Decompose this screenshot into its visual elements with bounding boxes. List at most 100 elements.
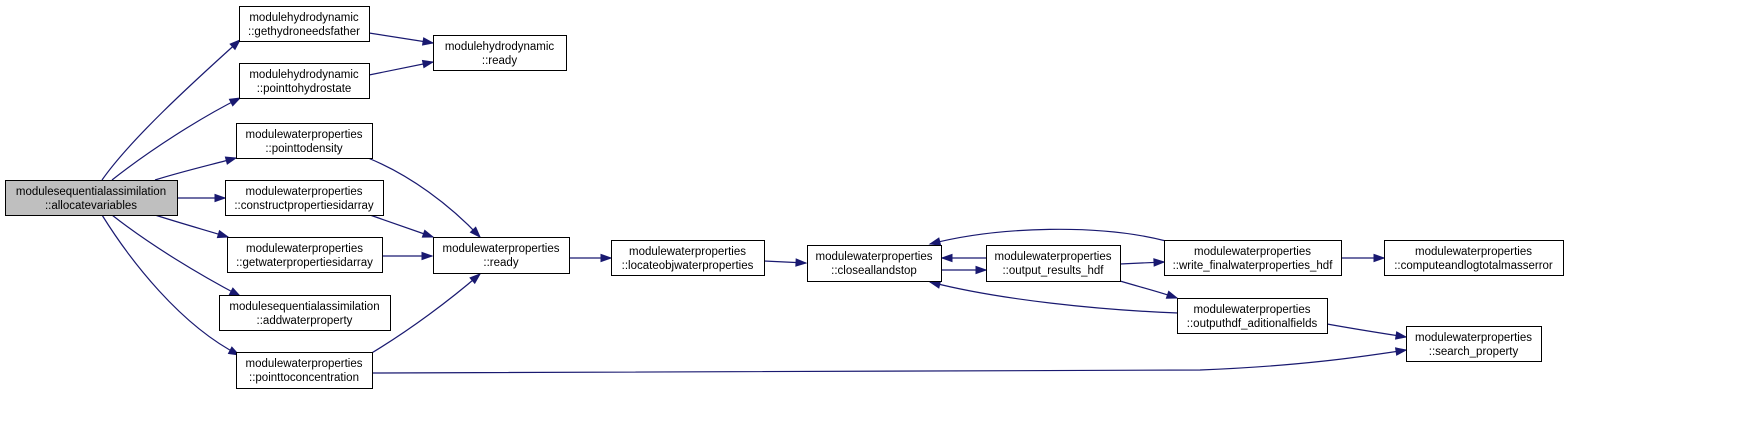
node-module-name: modulehydrodynamic xyxy=(249,69,359,81)
node-hydgn[interactable]: modulehydrodynamic::gethydroneedsfather xyxy=(239,6,370,42)
node-wpsrc[interactable]: modulewaterproperties::search_property xyxy=(1406,326,1542,362)
node-hydrd[interactable]: modulehydrodynamic::ready xyxy=(433,35,567,71)
edge-wpget-to-wprdy xyxy=(382,251,434,261)
edge-root-to-wpget xyxy=(154,214,230,239)
edge-wpwfn-to-wpcls xyxy=(928,228,1167,246)
edge-line xyxy=(101,39,241,181)
node-function-name: ::outputhdf_aditionalfields xyxy=(1187,318,1318,330)
arrowhead-icon xyxy=(228,287,242,297)
node-function-name: ::pointtohydrostate xyxy=(257,83,352,95)
edge-hydpt-to-hydrd xyxy=(368,59,435,76)
edge-root-to-hydgn xyxy=(101,39,242,181)
arrowhead-icon xyxy=(469,226,482,239)
edge-line xyxy=(371,349,1407,374)
edge-root-to-hydpt xyxy=(111,97,242,181)
edge-wpwfn-to-wpcmp xyxy=(1341,253,1386,263)
edge-line xyxy=(154,214,229,238)
edge-wpout-to-wpwfn xyxy=(1119,258,1166,267)
edge-wpcls-to-wpout xyxy=(941,265,988,275)
edge-wpadf-to-wpcls xyxy=(928,280,1179,314)
edge-line xyxy=(154,157,237,181)
edge-line xyxy=(369,214,434,238)
node-module-name: modulewaterproperties xyxy=(1415,246,1532,258)
node-box xyxy=(433,237,570,274)
edge-line xyxy=(929,228,1167,245)
node-wpden[interactable]: modulewaterproperties::pointtodensity xyxy=(236,123,373,159)
node-saadd[interactable]: modulesequentialassimilation::addwaterpr… xyxy=(219,295,391,331)
edge-line xyxy=(929,281,1179,314)
node-function-name: ::ready xyxy=(482,55,517,67)
node-module-name: modulehydrodynamic xyxy=(249,12,359,24)
node-wppcn[interactable]: modulewaterproperties::pointtoconcentrat… xyxy=(236,352,373,389)
node-wprdy[interactable]: modulewaterproperties::ready xyxy=(433,237,570,274)
edge-line xyxy=(368,32,434,44)
arrowhead-icon xyxy=(216,229,230,239)
arrowhead-icon xyxy=(928,237,942,246)
edge-wpout-to-wpcls xyxy=(940,253,986,263)
arrowhead-icon xyxy=(1394,331,1408,340)
node-wpget[interactable]: modulewaterproperties::getwaterpropertie… xyxy=(227,237,383,273)
arrowhead-icon xyxy=(421,37,435,46)
node-module-name: modulewaterproperties xyxy=(629,246,746,258)
arrowhead-icon xyxy=(421,229,435,238)
edge-wprdy-to-wploc xyxy=(569,253,613,263)
node-box xyxy=(1384,240,1564,276)
node-box xyxy=(219,295,391,331)
node-function-name: ::ready xyxy=(483,257,518,269)
node-module-name: modulewaterproperties xyxy=(443,243,560,255)
edge-wpout-to-wpadf xyxy=(1119,280,1179,299)
edge-wploc-to-wpcls xyxy=(763,258,808,267)
node-wploc[interactable]: modulewaterproperties::locateobjwaterpro… xyxy=(611,240,765,276)
node-module-name: modulesequentialassimilation xyxy=(16,186,166,198)
arrowhead-icon xyxy=(940,253,953,263)
arrowhead-icon xyxy=(224,156,238,165)
edge-line xyxy=(367,157,481,238)
edge-wppcn-to-wprdy xyxy=(369,273,482,355)
arrowhead-icon xyxy=(1394,347,1408,356)
node-function-name: ::allocatevariables xyxy=(45,200,137,212)
node-module-name: modulesequentialassimilation xyxy=(229,301,379,313)
edges-layer xyxy=(101,32,1408,374)
node-wpcon[interactable]: modulewaterproperties::constructproperti… xyxy=(225,180,384,216)
node-wpout[interactable]: modulewaterproperties::output_results_hd… xyxy=(986,245,1121,282)
edge-root-to-wpcon xyxy=(177,193,227,203)
node-module-name: modulehydrodynamic xyxy=(445,41,555,53)
arrowhead-icon xyxy=(975,265,988,275)
node-box xyxy=(236,352,373,389)
edge-wpcon-to-wprdy xyxy=(369,214,435,238)
node-box xyxy=(5,180,178,216)
node-root[interactable]: modulesequentialassimilation::allocateva… xyxy=(5,180,178,216)
node-function-name: ::gethydroneedsfather xyxy=(248,26,360,38)
node-wpcls[interactable]: modulewaterproperties::closeallandstop xyxy=(807,245,942,282)
node-wpadf[interactable]: modulewaterproperties::outputhdf_adition… xyxy=(1177,298,1328,334)
node-module-name: modulewaterproperties xyxy=(995,251,1112,263)
arrowhead-icon xyxy=(600,253,613,263)
edge-line xyxy=(111,97,241,181)
node-module-name: modulewaterproperties xyxy=(246,243,363,255)
arrowhead-icon xyxy=(228,97,242,107)
edge-wpden-to-wprdy xyxy=(367,157,482,239)
node-function-name: ::pointtodensity xyxy=(265,143,343,155)
node-function-name: ::addwaterproperty xyxy=(257,315,353,327)
node-function-name: ::pointtoconcentration xyxy=(249,372,359,384)
edge-line xyxy=(369,273,481,355)
nodes-layer: modulesequentialassimilation::allocateva… xyxy=(5,6,1564,389)
node-function-name: ::closeallandstop xyxy=(831,265,917,277)
arrowhead-icon xyxy=(214,193,227,203)
node-box xyxy=(1164,240,1342,276)
node-module-name: modulewaterproperties xyxy=(816,251,933,263)
arrowhead-icon xyxy=(795,258,808,267)
node-box xyxy=(239,6,370,42)
node-hydpt[interactable]: modulehydrodynamic::pointtohydrostate xyxy=(239,63,370,99)
node-function-name: ::search_property xyxy=(1429,346,1519,358)
node-wpcmp[interactable]: modulewaterproperties::computeandlogtota… xyxy=(1384,240,1564,276)
node-box xyxy=(227,237,383,273)
edge-line xyxy=(101,214,240,356)
node-box xyxy=(807,245,942,282)
node-wpwfn[interactable]: modulewaterproperties::write_finalwaterp… xyxy=(1164,240,1342,276)
node-box xyxy=(225,180,384,216)
node-function-name: ::locateobjwaterproperties xyxy=(622,260,754,272)
node-function-name: ::output_results_hdf xyxy=(1002,265,1104,277)
arrowhead-icon xyxy=(469,273,482,285)
